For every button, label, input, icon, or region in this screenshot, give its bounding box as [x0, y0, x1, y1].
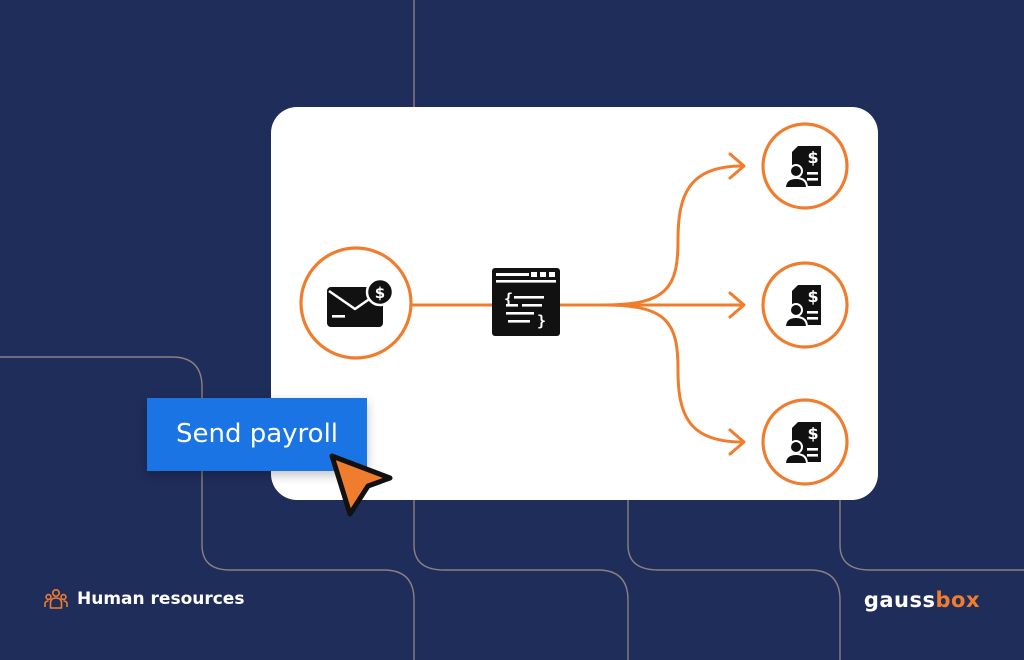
svg-text:{: {	[504, 290, 513, 308]
flow-connectors	[411, 152, 746, 456]
envelope-dollar-icon: $	[327, 277, 395, 327]
recipient-node-1	[761, 122, 849, 210]
svg-text:$: $	[375, 284, 385, 302]
pointer-cursor-icon	[329, 453, 393, 517]
recipient-node-3	[761, 398, 849, 486]
category-tag: Human resources	[44, 588, 244, 610]
code-window-icon: { }	[492, 268, 560, 336]
category-label: Human resources	[77, 589, 245, 609]
recipient-node-2	[761, 261, 849, 349]
svg-text:}: }	[537, 312, 546, 330]
people-group-icon	[44, 588, 68, 609]
logo-text-accent: box	[935, 588, 980, 612]
payroll-email-node: $	[299, 246, 413, 360]
logo-text-primary: gauss	[863, 588, 936, 612]
